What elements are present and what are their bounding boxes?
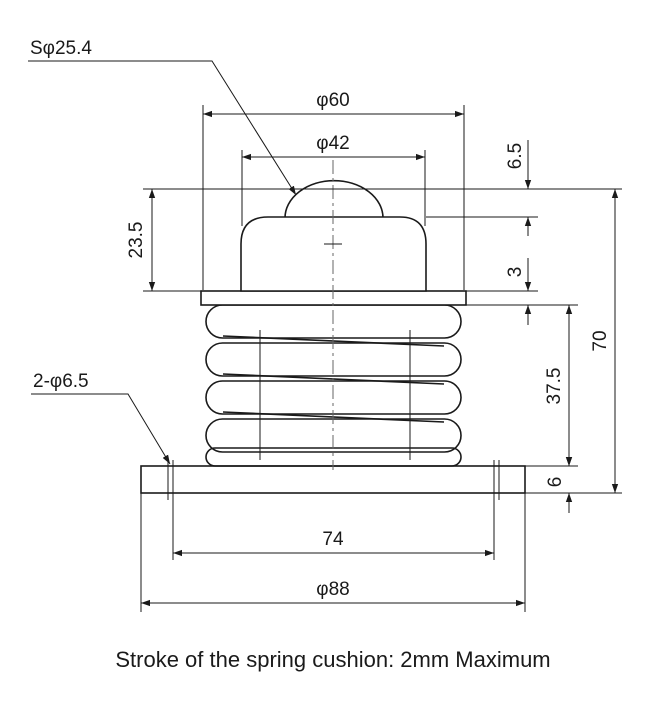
label-flange-dia: φ60 <box>316 90 349 111</box>
base-plate <box>140 465 526 494</box>
dimensions: Sφ25.4 φ60 φ42 23.5 6.5 3 37.5 <box>28 38 622 612</box>
label-top-offset: 6.5 <box>505 143 526 169</box>
label-sphere-dia: Sφ25.4 <box>30 38 92 59</box>
caption: Stroke of the spring cushion: 2mm Maximu… <box>115 647 550 672</box>
label-spring-height: 37.5 <box>544 368 565 405</box>
label-hole-spec: 2-φ6.5 <box>33 371 89 392</box>
label-housing-dia: φ42 <box>316 133 349 154</box>
part-body <box>140 160 526 560</box>
label-base-dia: φ88 <box>316 579 349 600</box>
label-housing-height: 23.5 <box>126 222 147 259</box>
label-flange-thickness: 3 <box>505 267 526 278</box>
label-base-thickness: 6 <box>545 477 566 488</box>
ball <box>284 179 384 219</box>
label-overall-height: 70 <box>590 330 611 351</box>
label-hole-pitch: 74 <box>322 529 344 550</box>
